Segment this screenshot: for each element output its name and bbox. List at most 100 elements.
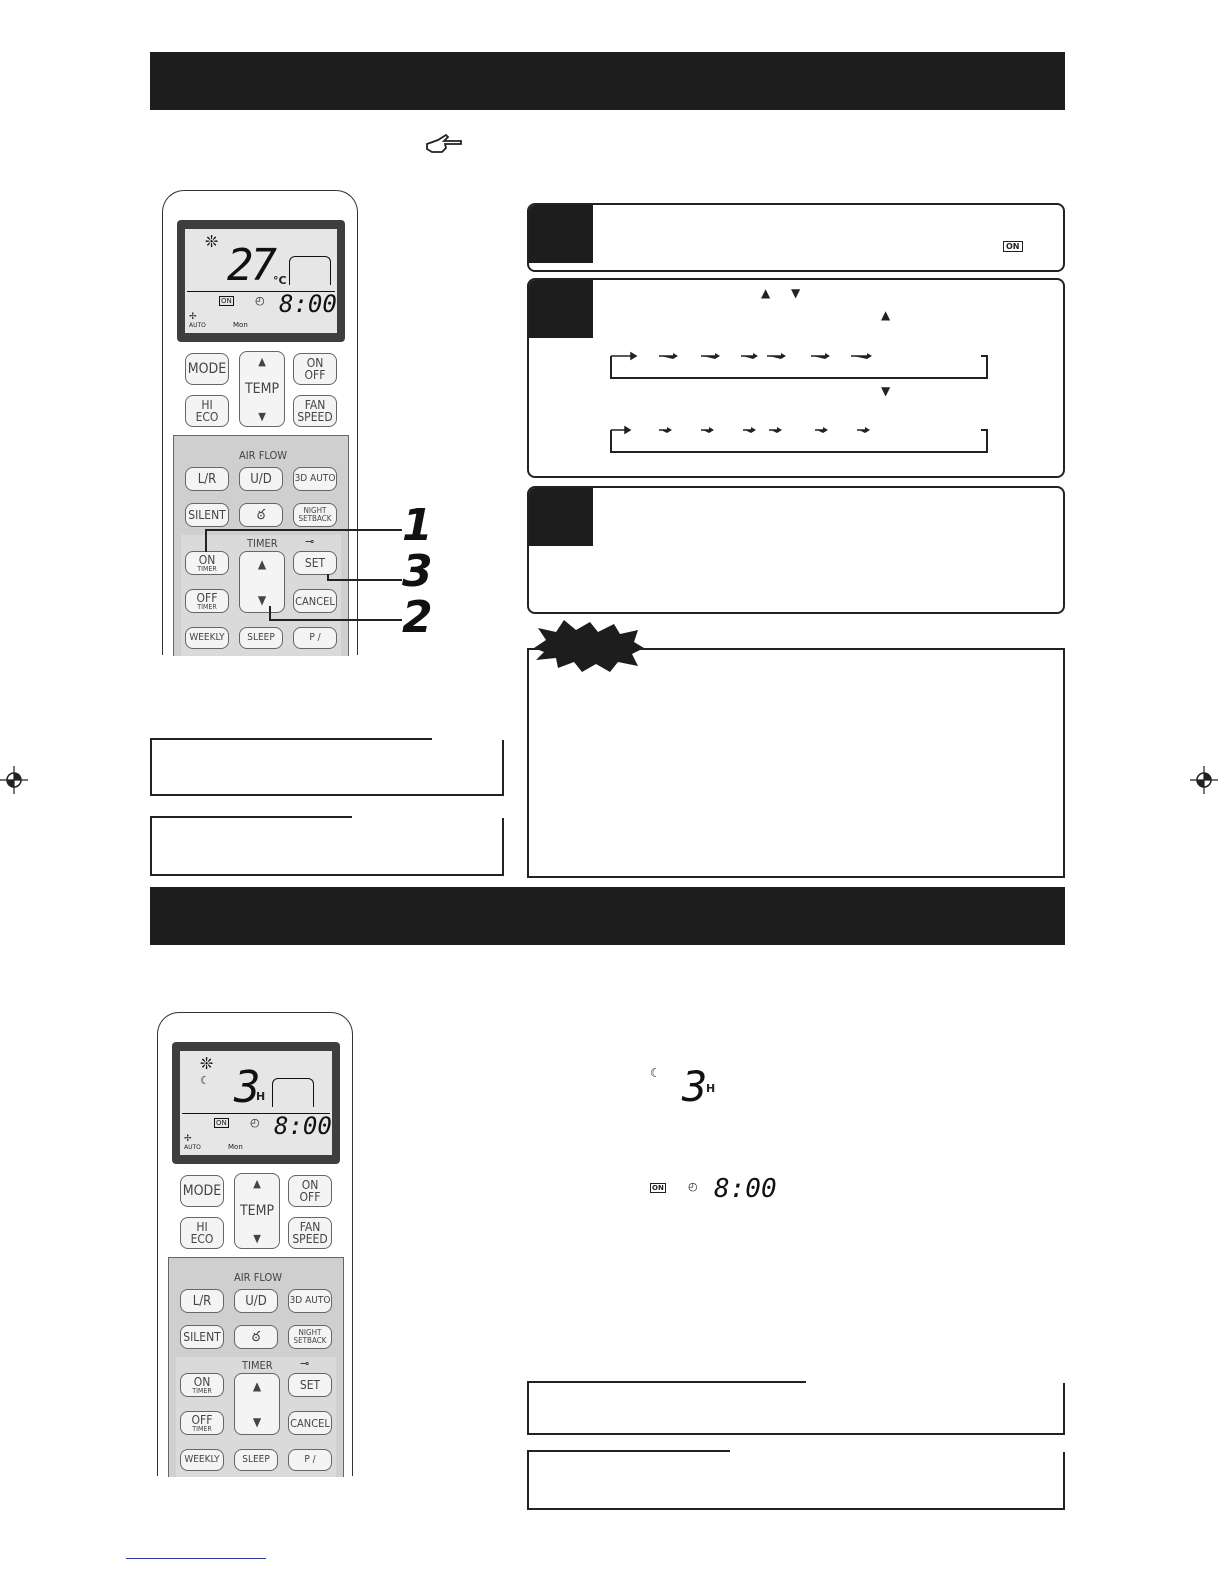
up-triangle-icon: ▲ [761, 286, 771, 300]
sleep-button[interactable]: SLEEP [239, 627, 283, 649]
weekly-button[interactable]: WEEKLY [185, 627, 229, 649]
p-transmit-button[interactable]: P / [288, 1449, 332, 1471]
remote-control-top: ❊ 27 °C ON ◴ 8:00 ✢ AUTO Mon MODE ▲TEMP▼… [162, 190, 358, 656]
cancel-button[interactable]: CANCEL [288, 1411, 332, 1435]
lcd-fan-auto: AUTO [184, 1144, 201, 1151]
step-box-1: ON [527, 203, 1065, 272]
step-box-3 [527, 486, 1065, 614]
temp-up-icon[interactable]: ▲ [253, 1177, 261, 1190]
burst-badge-icon [534, 620, 644, 672]
lr-button[interactable]: L/R [185, 467, 229, 491]
on-badge-icon: ON [650, 1183, 666, 1193]
horizontal-divider [182, 1113, 330, 1114]
remote-control-bottom: ❊ ☾ 3 H ON ◴ 8:00 ✢ AUTO Mon MODE ▲TEMP▼… [157, 1012, 353, 1477]
on-badge-icon: ON [1003, 241, 1023, 252]
step-number-tab-3 [529, 488, 593, 546]
lcd-sleep-hours: 3 [234, 1062, 261, 1113]
lr-button[interactable]: L/R [180, 1289, 224, 1313]
set-button[interactable]: SET [288, 1373, 332, 1397]
timer-rocker[interactable]: ▲▼ [239, 551, 285, 613]
lcd-on-badge: ON [214, 1118, 229, 1128]
down-triangle-icon: ▼ [791, 286, 801, 300]
timer-rocker[interactable]: ▲▼ [234, 1373, 280, 1435]
note-box-2 [150, 816, 504, 876]
cool-mode-icon: ❊ [205, 232, 219, 251]
lcd-display: ❊ ☾ 3 H ON ◴ 8:00 ✢ AUTO Mon [172, 1042, 340, 1164]
clock-icon: ◴ [255, 294, 265, 307]
key-lock-icon: ⊸ [305, 535, 315, 548]
temp-rocker[interactable]: ▲TEMP▼ [239, 351, 285, 427]
down-triangle-icon-2: ▼ [881, 384, 891, 398]
timer-label: TIMER [247, 537, 278, 550]
mode-button[interactable]: MODE [185, 353, 229, 385]
lcd-temperature: 27 [227, 240, 277, 291]
temp-down-icon[interactable]: ▼ [258, 410, 266, 423]
clock-icon: ◴ [250, 1116, 260, 1129]
notes-box [527, 648, 1065, 878]
callout-step-2: 2 [402, 592, 433, 643]
registration-mark-right [1190, 766, 1218, 794]
sleep-hours-display: 3 [682, 1062, 708, 1111]
character-button[interactable]: ఠ [234, 1325, 278, 1349]
note-box-3-tab [806, 1379, 1068, 1383]
lcd-display: ❊ 27 °C ON ◴ 8:00 ✢ AUTO Mon [177, 220, 345, 342]
step-number-tab-1 [529, 205, 593, 263]
ud-button[interactable]: U/D [234, 1289, 278, 1313]
lcd-on-badge: ON [219, 296, 234, 306]
section-header-bar-top [150, 52, 1065, 110]
lcd-fan-auto: AUTO [189, 322, 206, 329]
airflow-louver-icon [289, 256, 331, 285]
timer-label: TIMER [242, 1359, 273, 1372]
character-button[interactable]: ఠ [239, 503, 283, 527]
note-box-3 [527, 1381, 1065, 1435]
3d-auto-button[interactable]: 3D AUTO [288, 1289, 332, 1313]
ud-button[interactable]: U/D [239, 467, 283, 491]
callout-step-1: 1 [402, 500, 433, 551]
callout-lines [205, 529, 402, 621]
temp-up-icon[interactable]: ▲ [258, 355, 266, 368]
timer-up-icon[interactable]: ▲ [252, 1379, 262, 1393]
horizontal-divider [187, 291, 335, 292]
lcd-clock: 8:00 [274, 1112, 332, 1140]
3d-auto-button[interactable]: 3D AUTO [293, 467, 337, 491]
sleep-icon: ☾ [200, 1074, 210, 1087]
weekly-button[interactable]: WEEKLY [180, 1449, 224, 1471]
temp-down-icon[interactable]: ▼ [253, 1232, 261, 1245]
note-box-4-tab [730, 1448, 1068, 1452]
timer-down-icon[interactable]: ▼ [257, 593, 267, 607]
lcd-temp-unit: °C [273, 274, 287, 287]
decrement-cycle-diagram [610, 425, 988, 453]
step-box-2: ▲ ▼ ▲ ▼ [527, 278, 1065, 478]
cancel-button[interactable]: CANCEL [293, 589, 337, 613]
silent-button[interactable]: SILENT [185, 503, 229, 527]
lcd-clock: 8:00 [279, 290, 337, 318]
clock-display: 8:00 [714, 1174, 777, 1204]
step-number-tab-2 [529, 280, 593, 338]
sleep-icon: ☾ [650, 1066, 661, 1080]
p-transmit-button[interactable]: P / [293, 627, 337, 649]
timer-up-icon[interactable]: ▲ [257, 557, 267, 571]
callout-step-3: 3 [402, 546, 433, 597]
sleep-button[interactable]: SLEEP [234, 1449, 278, 1471]
note-box-1-tab [432, 736, 506, 740]
hours-unit: H [706, 1082, 716, 1095]
set-button[interactable]: SET [293, 551, 337, 575]
air-flow-label: AIR FLOW [234, 1271, 283, 1284]
mode-button[interactable]: MODE [180, 1175, 224, 1207]
silent-button[interactable]: SILENT [180, 1325, 224, 1349]
timer-down-icon[interactable]: ▼ [252, 1415, 262, 1429]
pointing-hand-icon [426, 133, 462, 153]
lcd-day: Mon [228, 1143, 243, 1151]
temp-rocker[interactable]: ▲TEMP▼ [234, 1173, 280, 1249]
